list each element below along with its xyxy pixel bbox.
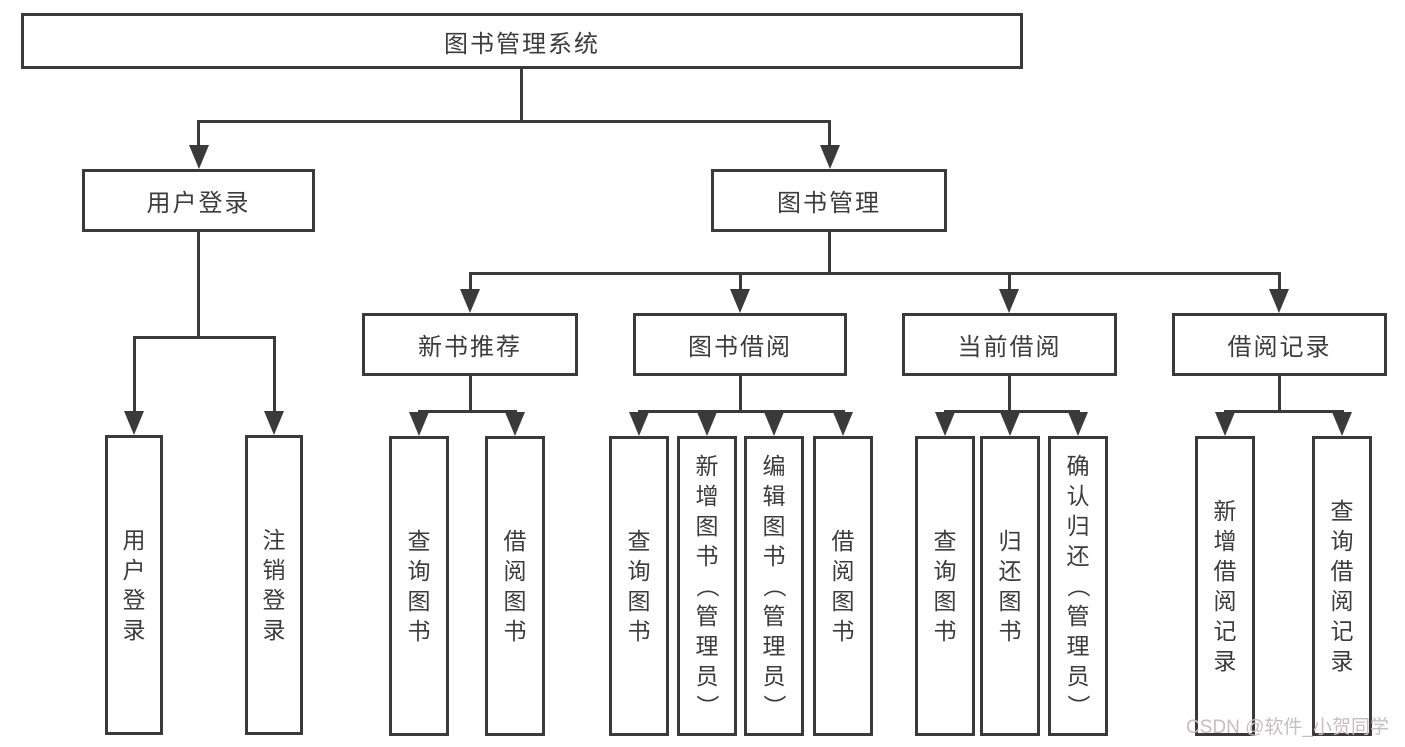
node-leaf-confirm-return-admin: 确认归还（管理员） bbox=[1048, 436, 1108, 736]
arrowhead-down-icon bbox=[505, 412, 525, 436]
node-new-book-recommendation: 新书推荐 bbox=[362, 313, 578, 376]
connector-stem bbox=[133, 336, 136, 414]
arrowhead-down-icon bbox=[1215, 412, 1235, 436]
connector-records-horizontal bbox=[1224, 410, 1343, 413]
arrowhead-down-icon bbox=[460, 289, 480, 313]
connector-current-vertical bbox=[1008, 376, 1011, 413]
connector-mgmt-vertical bbox=[828, 232, 831, 275]
arrowhead-down-icon bbox=[1068, 412, 1088, 436]
node-leaf-add-books-admin: 新增图书（管理员） bbox=[677, 436, 737, 736]
connector-stem bbox=[828, 120, 831, 147]
connector-stem bbox=[273, 336, 276, 414]
node-current-borrowing: 当前借阅 bbox=[902, 313, 1117, 376]
connector-login-vertical bbox=[197, 232, 200, 339]
node-book-management: 图书管理 bbox=[711, 169, 947, 232]
arrowhead-down-icon bbox=[264, 411, 284, 435]
connector-stem bbox=[197, 120, 200, 147]
node-leaf-query-books: 查询图书 bbox=[609, 436, 669, 736]
arrowhead-down-icon bbox=[1000, 412, 1020, 436]
connector-stem bbox=[1278, 272, 1281, 292]
arrowhead-down-icon bbox=[730, 289, 750, 313]
arrowhead-down-icon bbox=[1269, 289, 1289, 313]
node-leaf-edit-books-admin: 编辑图书（管理员） bbox=[744, 436, 804, 736]
arrowhead-down-icon bbox=[1332, 412, 1352, 436]
connector-recommend-vertical bbox=[469, 376, 472, 413]
arrowhead-down-icon bbox=[409, 412, 429, 436]
connector-root-vertical bbox=[520, 69, 523, 123]
node-leaf-query-borrow-record: 查询借阅记录 bbox=[1312, 436, 1372, 736]
node-leaf-query-books: 查询图书 bbox=[389, 436, 449, 736]
connector-login-horizontal bbox=[133, 336, 276, 339]
arrowhead-down-icon bbox=[189, 145, 209, 169]
arrowhead-down-icon bbox=[124, 411, 144, 435]
connector-borrow-vertical bbox=[739, 376, 742, 413]
arrowhead-down-icon bbox=[935, 412, 955, 436]
node-leaf-user-login: 用户登录 bbox=[105, 435, 163, 735]
watermark: CSDN @软件_小贺同学 bbox=[1186, 717, 1389, 738]
connector-stem bbox=[1008, 272, 1011, 292]
connector-current-horizontal bbox=[944, 410, 1080, 413]
arrowhead-down-icon bbox=[697, 412, 717, 436]
connector-stem bbox=[469, 272, 472, 292]
node-leaf-add-borrow-record: 新增借阅记录 bbox=[1195, 436, 1255, 736]
arrowhead-down-icon bbox=[999, 289, 1019, 313]
node-leaf-return-books: 归还图书 bbox=[980, 436, 1040, 736]
node-book-borrowing: 图书借阅 bbox=[633, 313, 847, 376]
arrowhead-down-icon bbox=[629, 412, 649, 436]
node-leaf-borrow-books: 借阅图书 bbox=[485, 436, 545, 736]
node-borrowing-records: 借阅记录 bbox=[1172, 313, 1387, 376]
connector-records-vertical bbox=[1278, 376, 1281, 413]
arrowhead-down-icon bbox=[820, 145, 840, 169]
arrowhead-down-icon bbox=[764, 412, 784, 436]
node-root: 图书管理系统 bbox=[21, 13, 1023, 69]
node-leaf-logout: 注销登录 bbox=[245, 435, 303, 735]
connector-root-horizontal bbox=[197, 120, 831, 123]
node-user-login: 用户登录 bbox=[82, 169, 315, 232]
connector-mgmt-horizontal bbox=[469, 272, 1281, 275]
node-leaf-query-books: 查询图书 bbox=[915, 436, 975, 736]
connector-borrow-horizontal bbox=[638, 410, 844, 413]
node-leaf-borrow-books: 借阅图书 bbox=[813, 436, 873, 736]
arrowhead-down-icon bbox=[833, 412, 853, 436]
connector-stem bbox=[739, 272, 742, 292]
connector-recommend-horizontal bbox=[418, 410, 517, 413]
